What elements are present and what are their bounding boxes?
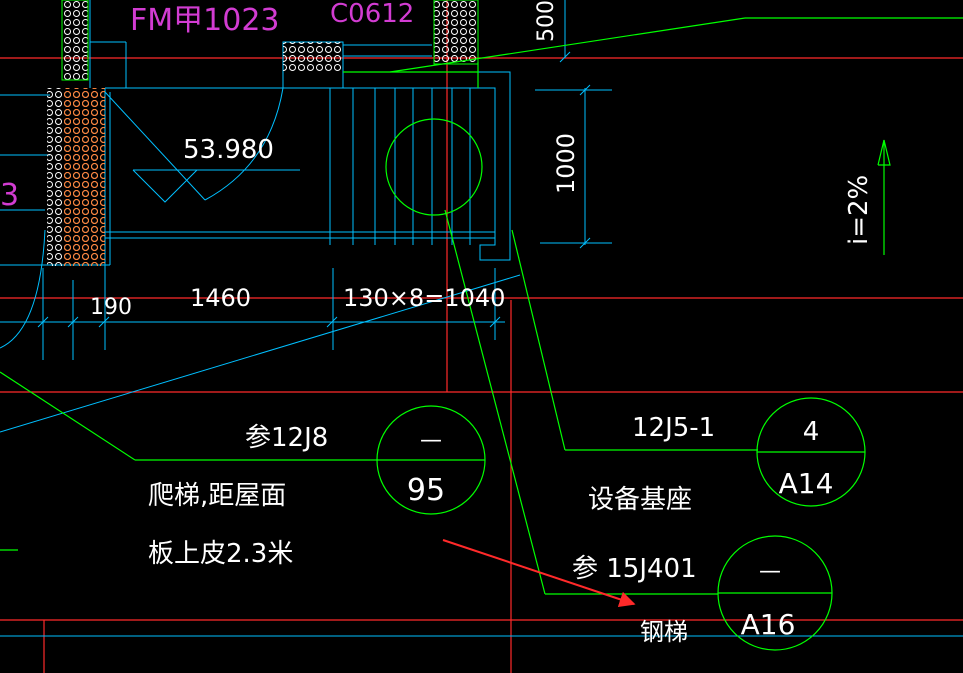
dim-stair-label: 130×8=1040 bbox=[343, 284, 505, 312]
dim-190-label: 190 bbox=[90, 295, 132, 320]
detail-marker-a16-top: — bbox=[759, 559, 781, 584]
ref-12j5-label: 12J5-1 bbox=[632, 413, 715, 443]
steel-ladder-label: 钢梯 bbox=[640, 618, 688, 646]
equipment-base-label: 设备基座 bbox=[588, 485, 692, 515]
ladder-label-line2: 板上皮2.3米 bbox=[148, 539, 293, 569]
detail-marker-95-top: — bbox=[420, 428, 442, 453]
stair-circle bbox=[385, 118, 483, 216]
detail-marker-a16-bottom: A16 bbox=[741, 608, 796, 641]
red-annotation-arrow bbox=[442, 539, 636, 608]
dim-500-label: 500 bbox=[534, 0, 559, 42]
ref-12j8-label: 参12J8 bbox=[245, 423, 328, 453]
detail-marker-95-bottom: 95 bbox=[407, 473, 445, 508]
wall-hatching bbox=[47, 0, 479, 266]
left-edge-digit: 3 bbox=[0, 178, 19, 213]
dim-1000-label: 1000 bbox=[552, 133, 580, 194]
elevation-label: 53.980 bbox=[183, 135, 274, 165]
detail-marker-a14-top: 4 bbox=[803, 417, 820, 447]
detail-marker-a14-bottom: A14 bbox=[779, 467, 834, 500]
ref-15j401-label: 参 15J401 bbox=[572, 554, 697, 584]
dim-1460-label: 1460 bbox=[190, 284, 251, 312]
detail-marker-95: — 95 bbox=[376, 405, 486, 515]
detail-marker-a14: 4 A14 bbox=[756, 397, 866, 507]
cyan-structure-lines bbox=[0, 0, 963, 637]
window-label: C0612 bbox=[330, 0, 414, 29]
ladder-label-line1: 爬梯,距屋面 bbox=[148, 481, 286, 511]
detail-marker-a16: — A16 bbox=[717, 535, 833, 651]
slope-label: i=2% bbox=[844, 175, 874, 245]
text-labels: FM甲1023 C0612 3 500 53.980 1000 i=2% 190… bbox=[0, 0, 874, 646]
door-label: FM甲1023 bbox=[130, 3, 280, 38]
